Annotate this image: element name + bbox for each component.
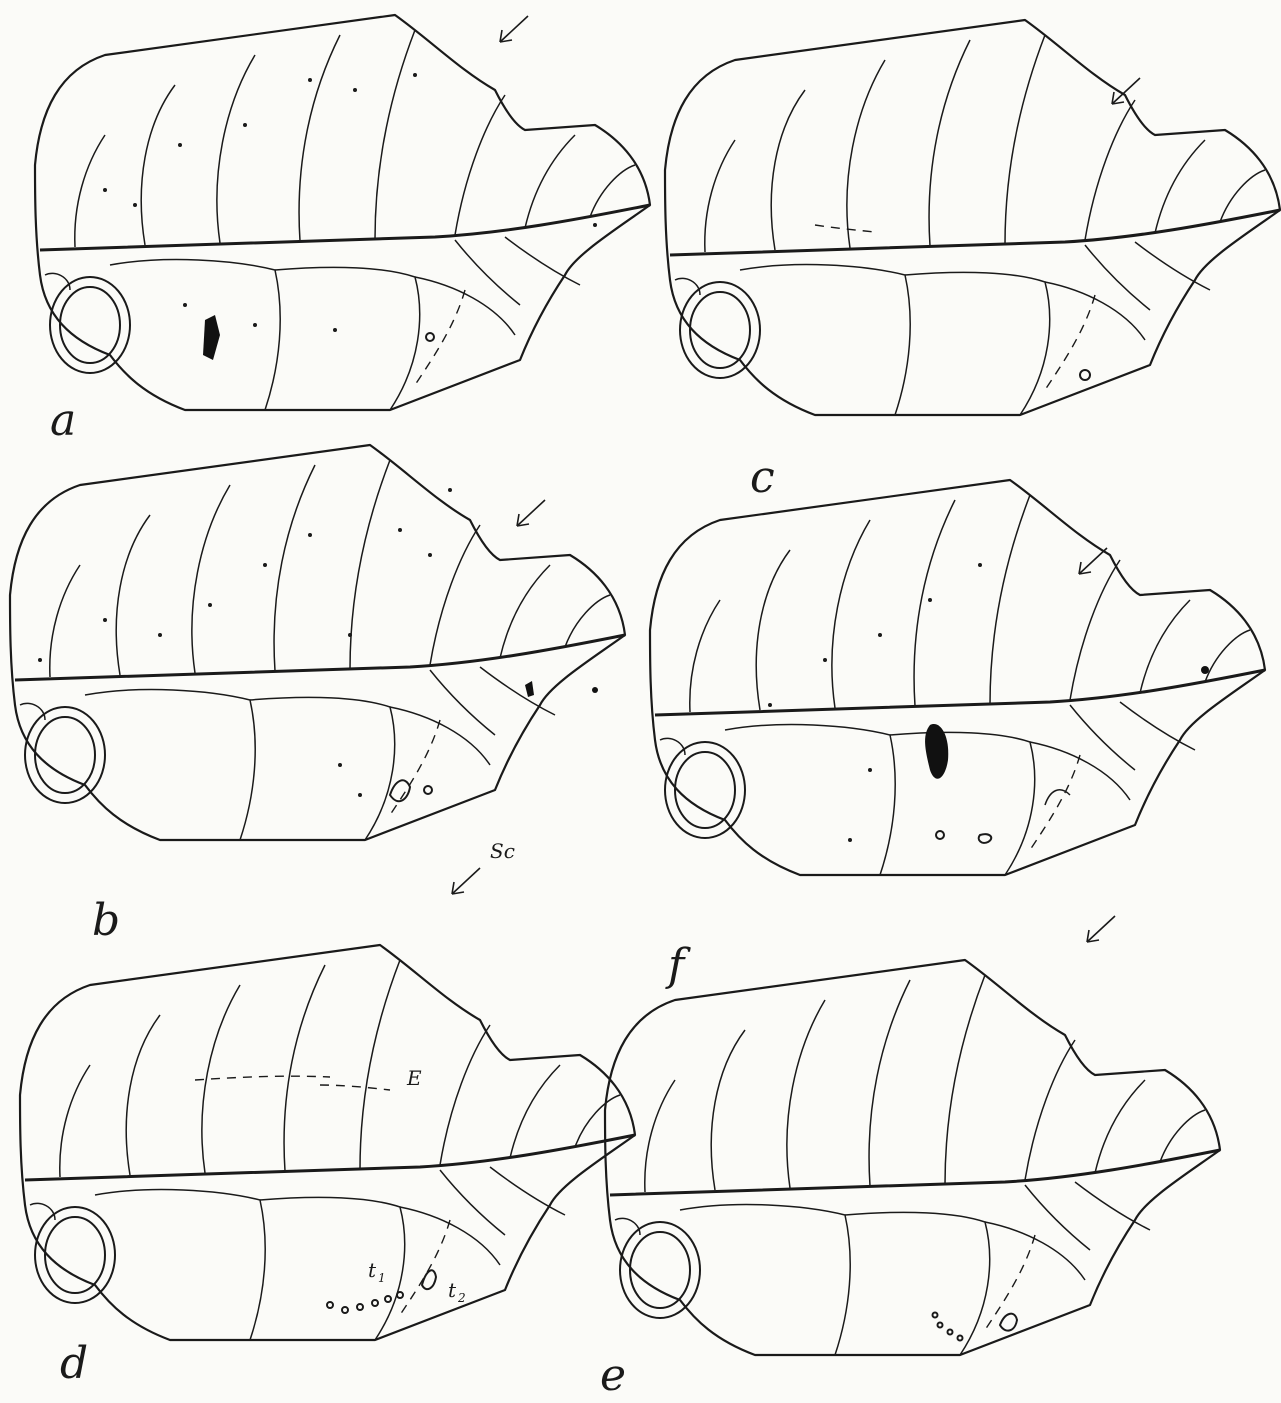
panel-label-b: b [92,895,120,946]
arrow-marker-c [1112,78,1140,104]
wing-panel-f [650,480,1265,875]
wing-panel-c [665,20,1280,415]
t1-label: t 1 [368,1258,386,1285]
svg-text:1: 1 [378,1271,386,1285]
arrow-marker-a [500,16,528,42]
arrow-marker-b [517,500,545,526]
arrow-marker-sc [452,868,480,894]
panel-label-a: a [50,395,76,446]
svg-text:2: 2 [457,1291,466,1305]
panel-label-f: f [665,940,691,991]
t2-label: t 2 [448,1278,466,1305]
e-label: E [406,1066,422,1090]
panel-label-c: c [750,452,775,503]
sc-label: Sc [490,839,515,863]
panel-label-e: e [600,1350,626,1401]
arrow-marker-f [1079,548,1107,574]
panel-label-d: d [60,1338,88,1389]
svg-text:t: t [368,1258,377,1282]
wing-panel-b [10,445,625,840]
wing-panel-d [20,945,635,1340]
arrow-marker-e [1087,916,1115,942]
wing-panel-a [35,15,650,410]
wing-panel-e [605,960,1220,1355]
svg-text:t: t [448,1278,457,1302]
